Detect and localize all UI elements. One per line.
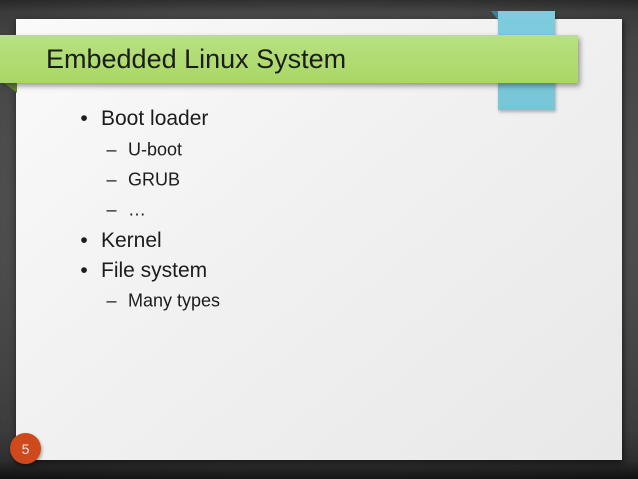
bullet-icon: •: [80, 258, 88, 282]
title-banner: Embedded Linux System: [0, 35, 578, 83]
list-subitem: – Many types: [16, 286, 622, 316]
title-banner-fold: [4, 83, 17, 93]
slide-title: Embedded Linux System: [46, 44, 347, 74]
dash-icon: –: [106, 169, 117, 190]
bullet-text: Kernel: [101, 228, 162, 252]
list-item: • Kernel: [16, 225, 622, 255]
list-subitem: – …: [16, 195, 622, 225]
page-number-badge: 5: [10, 433, 41, 464]
bullet-text: …: [128, 199, 146, 220]
list-item: • Boot loader: [16, 104, 622, 134]
list-subitem: – U-boot: [16, 134, 622, 164]
bullet-text: Boot loader: [101, 107, 209, 131]
bullet-list: • Boot loader – U-boot – GRUB – … • Kern…: [16, 104, 622, 316]
ribbon-fold: [491, 11, 498, 20]
bullet-text: File system: [101, 258, 208, 282]
list-item: • File system: [16, 256, 622, 286]
bullet-text: U-boot: [128, 139, 183, 160]
bullet-icon: •: [80, 228, 88, 252]
dash-icon: –: [106, 290, 117, 311]
page-number: 5: [21, 440, 30, 457]
dash-icon: –: [106, 139, 117, 160]
bullet-text: GRUB: [128, 169, 181, 190]
bullet-text: Many types: [128, 290, 221, 311]
dash-icon: –: [106, 199, 117, 220]
bullet-icon: •: [80, 107, 88, 131]
list-subitem: – GRUB: [16, 165, 622, 195]
